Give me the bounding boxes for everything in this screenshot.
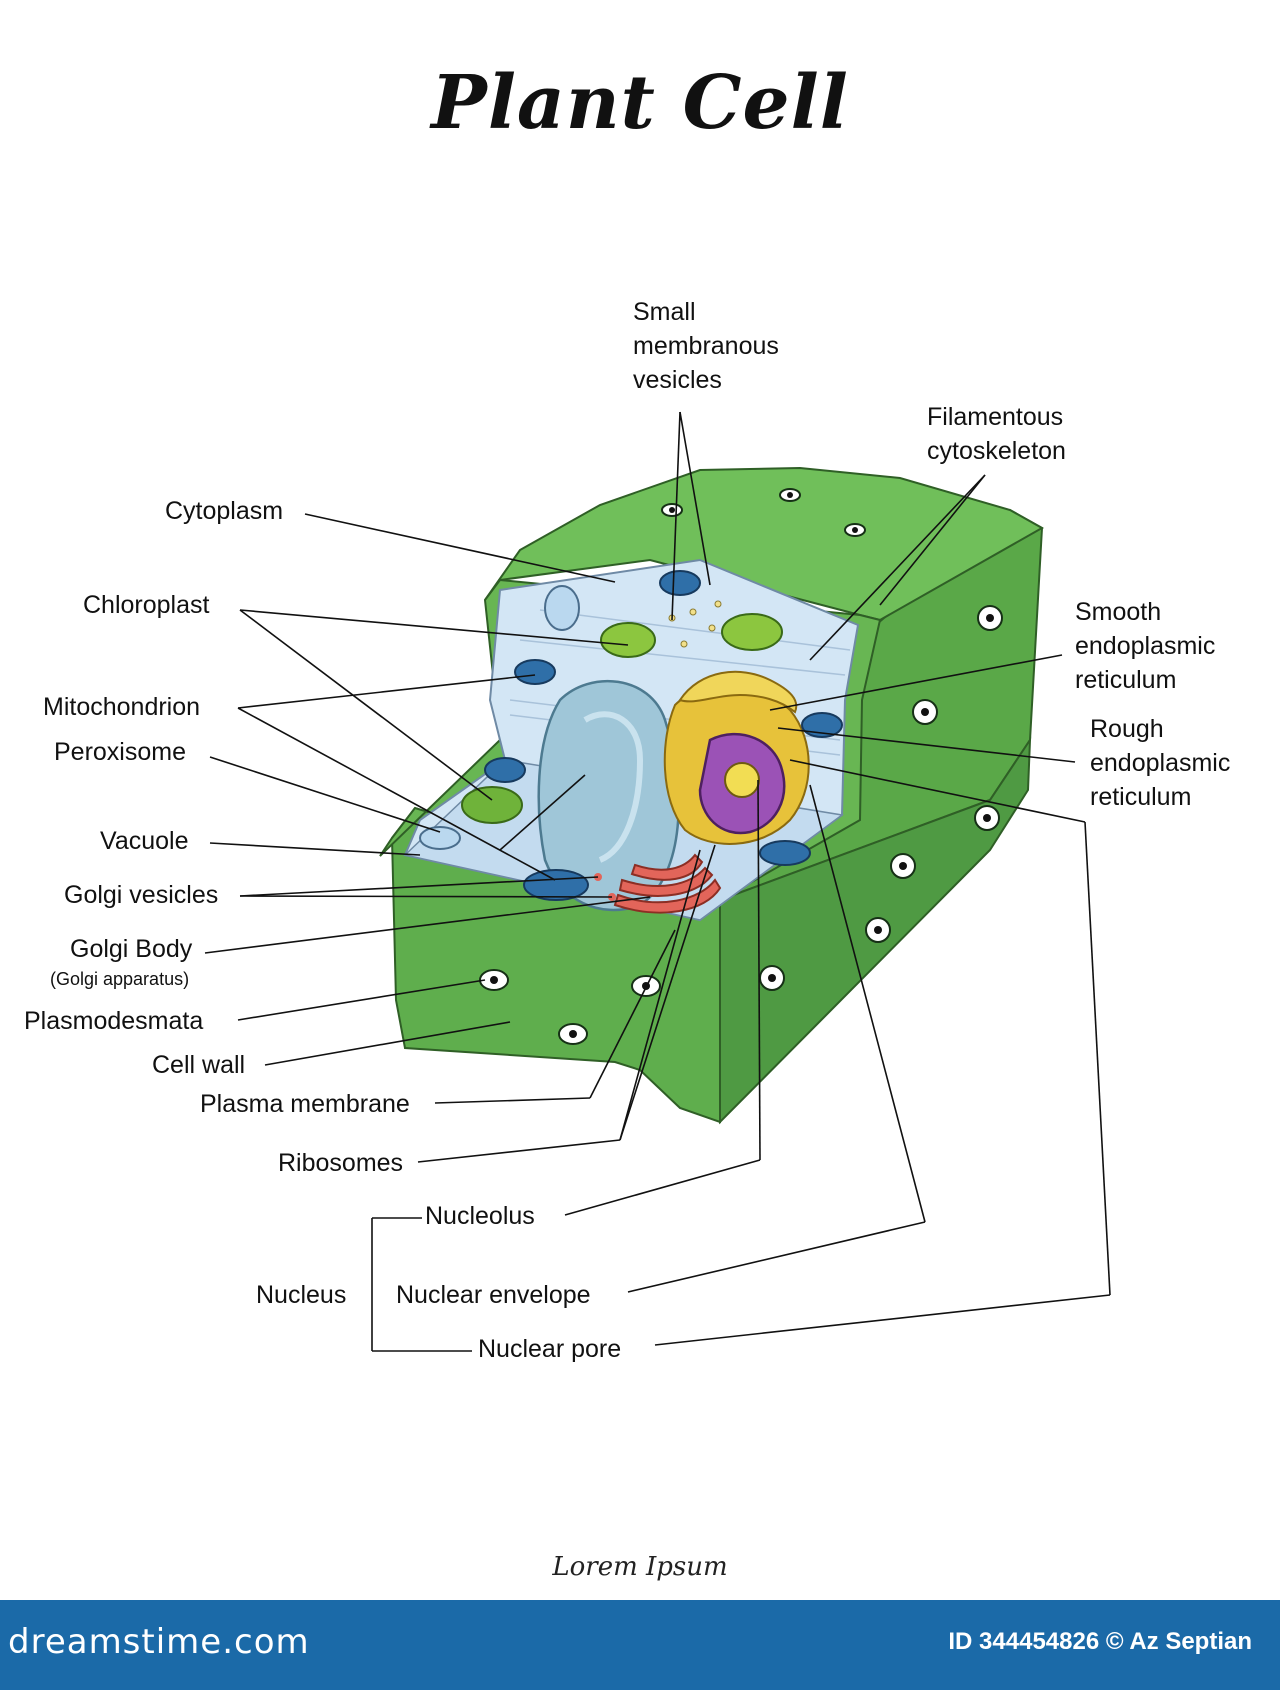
label-plasma-membrane: Plasma membrane — [200, 1090, 410, 1118]
label-nuclear-envelope: Nuclear envelope — [396, 1281, 591, 1309]
label-nuclear-pore: Nuclear pore — [478, 1335, 622, 1363]
label-mitochondrion: Mitochondrion — [43, 693, 201, 721]
label-smooth-endoplasmic-reticulum: Smooth endoplasmic reticulum — [1075, 598, 1216, 694]
mitochondrion — [523, 869, 589, 901]
label-golgi-body: Golgi Body — [70, 935, 193, 963]
label-peroxisome: Peroxisome — [54, 738, 186, 766]
label-golgi-vesicles: Golgi vesicles — [64, 881, 219, 909]
image-credit: ID 344454826 © Az Septian — [948, 1628, 1252, 1655]
small-membranous-vesicles — [668, 600, 722, 648]
label-small-membranous-vesicles: Small membranous vesicles — [633, 298, 779, 394]
smooth-endoplasmic-reticulum — [678, 670, 798, 714]
mitochondrion — [514, 659, 556, 685]
label-cytoplasm: Cytoplasm — [165, 497, 284, 525]
brand-logo[interactable]: dreamstime.com — [8, 1622, 310, 1662]
mitochondrion — [759, 840, 811, 866]
golgi-body — [613, 853, 722, 914]
label-plasmodesmata: Plasmodesmata — [24, 1007, 204, 1035]
label-filamentous-cytoskeleton: Filamentous cytoskeleton — [927, 403, 1066, 465]
label-golgi-apparatus: (Golgi apparatus) — [50, 969, 190, 989]
label-vacuole: Vacuole — [100, 827, 189, 855]
label-chloroplast: Chloroplast — [83, 591, 210, 619]
footer-caption: Lorem Ipsum — [552, 1552, 728, 1582]
chloroplast — [461, 786, 523, 824]
label-rough-endoplasmic-reticulum: Rough endoplasmic reticulum — [1090, 715, 1231, 811]
peroxisome — [419, 826, 461, 850]
label-nucleus: Nucleus — [256, 1281, 347, 1309]
chloroplast — [600, 622, 656, 658]
plasmodesmata-pores — [490, 492, 994, 1038]
mitochondrion — [484, 757, 526, 783]
label-nucleolus: Nucleolus — [425, 1202, 535, 1230]
label-cell-wall: Cell wall — [152, 1051, 246, 1079]
label-ribosomes: Ribosomes — [278, 1149, 404, 1177]
mitochondrion — [801, 712, 843, 738]
vacuole-highlight — [583, 711, 644, 863]
diagram-title: Plant Cell — [431, 60, 849, 146]
chloroplast — [721, 613, 783, 651]
leader-lines — [204, 411, 1111, 1352]
cell-wall-top — [484, 466, 1045, 622]
watermark-bar: dreamstime.com ID 344454826 © Az Septian — [0, 1600, 1280, 1690]
peroxisome — [544, 585, 580, 631]
nucleolus — [724, 762, 760, 798]
mitochondrion — [659, 570, 701, 596]
